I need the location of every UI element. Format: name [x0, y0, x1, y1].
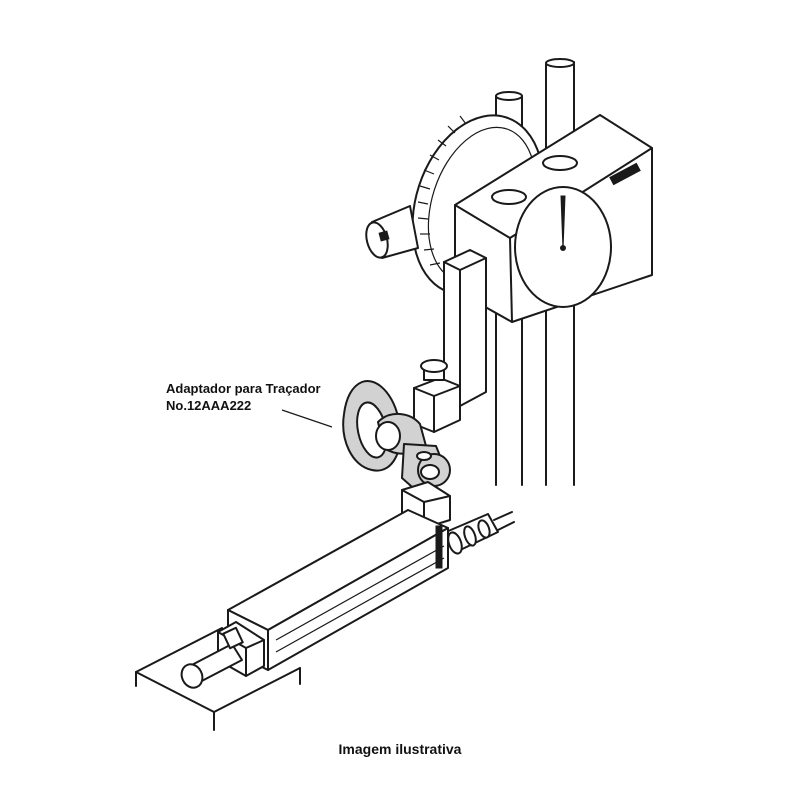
- callout-label-part-number: No.12AAA222: [166, 398, 252, 413]
- side-knob: [365, 205, 419, 259]
- callout-label-name: Adaptador para Traçador: [166, 381, 321, 396]
- scriber-adapter: [342, 380, 451, 495]
- image-caption: Imagem ilustrativa: [338, 741, 462, 757]
- surface-plate: [135, 627, 301, 731]
- end-block: [180, 621, 265, 689]
- callout-leader: [281, 409, 333, 428]
- probe-tip: [445, 511, 515, 555]
